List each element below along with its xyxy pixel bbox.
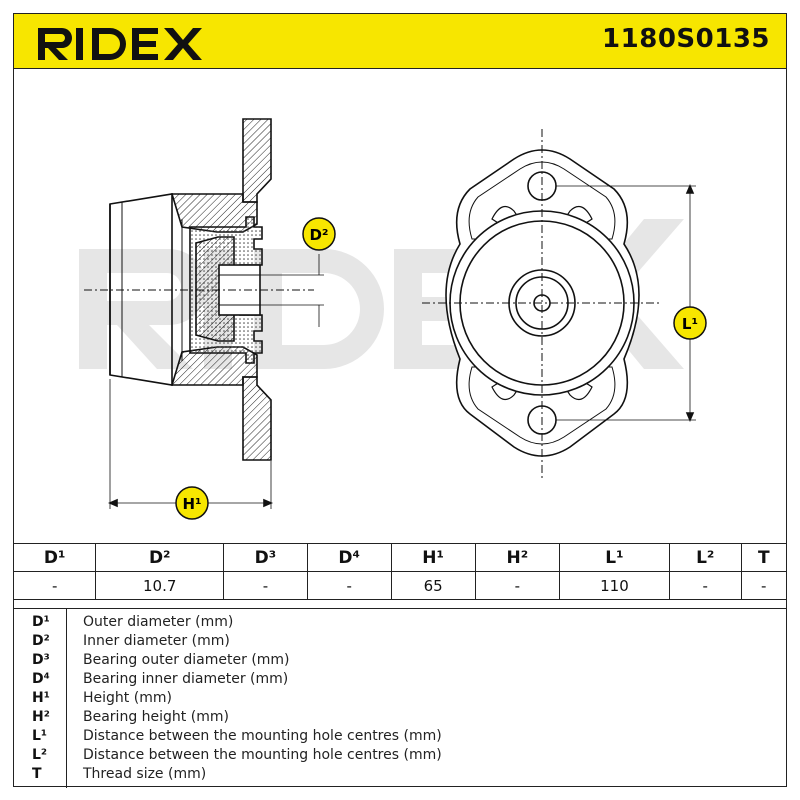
spec-header-cell: D³ [223, 543, 308, 572]
spec-header-cell: T [740, 543, 786, 572]
legend-desc: Outer diameter (mm) [83, 614, 234, 630]
svg-text:H¹: H¹ [182, 495, 201, 513]
legend-abbr: D² [32, 633, 50, 649]
spec-header-cell: H¹ [390, 543, 476, 572]
legend-abbr: H² [32, 709, 50, 725]
spec-header-cell: H² [474, 543, 560, 572]
spec-header-row: D¹ D² D³ D⁴ H¹ H² L¹ L² T [14, 543, 786, 572]
legend-row: T Thread size (mm) [14, 766, 786, 785]
ridex-logo [38, 28, 202, 60]
spec-header-cell: L¹ [558, 543, 670, 572]
spec-header-cell: D¹ [14, 543, 97, 572]
spec-header-cell: D² [95, 543, 225, 572]
side-section-view [84, 118, 324, 509]
legend-abbr: H¹ [32, 690, 50, 706]
spec-value-cell: - [14, 571, 97, 600]
legend-desc: Thread size (mm) [83, 766, 207, 782]
d2-label: D² [302, 217, 336, 251]
legend-desc: Height (mm) [83, 690, 172, 706]
spec-value-cell: - [668, 571, 742, 600]
legend-abbr: D⁴ [32, 671, 50, 687]
h1-label: H¹ [175, 486, 209, 520]
legend: D¹ Outer diameter (mm) D² Inner diameter… [14, 608, 786, 788]
legend-row: H¹ Height (mm) [14, 690, 786, 709]
spec-value-cell: - [740, 571, 786, 600]
spec-table: D¹ D² D³ D⁴ H¹ H² L¹ L² T - 10.7 - - 65 … [14, 543, 786, 600]
legend-desc: Bearing outer diameter (mm) [83, 652, 290, 668]
part-number: 1180S0135 [602, 24, 770, 54]
legend-desc: Distance between the mounting hole centr… [83, 747, 442, 763]
legend-row: D¹ Outer diameter (mm) [14, 614, 786, 633]
legend-desc: Bearing height (mm) [83, 709, 229, 725]
legend-abbr: T [32, 766, 42, 782]
legend-row: L² Distance between the mounting hole ce… [14, 747, 786, 766]
header-bar: 1180S0135 [14, 14, 786, 69]
spec-value-cell: - [223, 571, 308, 600]
legend-abbr: L¹ [32, 728, 48, 744]
legend-desc: Inner diameter (mm) [83, 633, 230, 649]
spec-value-cell: 10.7 [95, 571, 225, 600]
legend-row: D⁴ Bearing inner diameter (mm) [14, 671, 786, 690]
legend-row: H² Bearing height (mm) [14, 709, 786, 728]
spec-value-cell: - [306, 571, 392, 600]
spec-header-cell: D⁴ [306, 543, 392, 572]
legend-desc: Bearing inner diameter (mm) [83, 671, 289, 687]
top-plan-view [422, 129, 696, 479]
spec-value-cell: 110 [558, 571, 670, 600]
spec-value-cell: 65 [390, 571, 476, 600]
svg-text:D²: D² [309, 226, 328, 244]
legend-abbr: L² [32, 747, 48, 763]
legend-divider [66, 609, 67, 788]
legend-row: D³ Bearing outer diameter (mm) [14, 652, 786, 671]
legend-abbr: D³ [32, 652, 50, 668]
spec-value-cell: - [474, 571, 560, 600]
l1-label: L¹ [673, 306, 707, 340]
technical-drawing: D² H¹ [79, 118, 707, 520]
datasheet-frame: 1180S0135 [13, 13, 787, 788]
legend-desc: Distance between the mounting hole centr… [83, 728, 442, 744]
spec-value-row: - 10.7 - - 65 - 110 - - [14, 571, 786, 600]
legend-row: L¹ Distance between the mounting hole ce… [14, 728, 786, 747]
spec-header-cell: L² [668, 543, 742, 572]
svg-text:L¹: L¹ [682, 315, 698, 333]
legend-abbr: D¹ [32, 614, 50, 630]
legend-row: D² Inner diameter (mm) [14, 633, 786, 652]
